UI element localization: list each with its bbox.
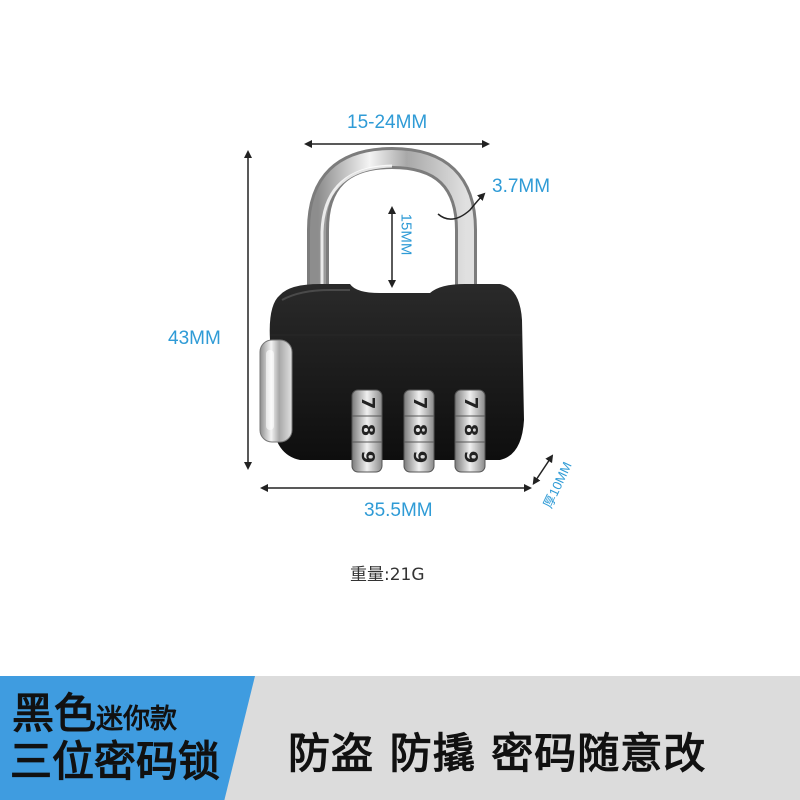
badge-subtitle: 三位密码锁	[10, 737, 221, 786]
dial-3-digit-9: 9	[460, 451, 481, 464]
dial-2-digit-8: 8	[409, 424, 430, 437]
shackle-diameter-label: 3.7MM	[492, 176, 551, 197]
color-label: 黑色	[12, 689, 97, 738]
lock-body	[269, 284, 524, 460]
side-release-button	[259, 339, 293, 443]
dial-2-digit-7: 7	[409, 397, 430, 410]
dial-1-digit-9: 9	[357, 451, 378, 464]
badge-title: 黑色迷你款	[12, 680, 177, 741]
dial-3-digit-8: 8	[460, 424, 481, 437]
shackle-height-label: 15MM	[397, 213, 415, 256]
dial-3-digit-7: 7	[460, 397, 481, 410]
model-label: 迷你款	[96, 704, 178, 735]
arrow-thickness	[532, 454, 554, 485]
dial-wheel-2: 7 8 9	[403, 389, 435, 473]
product-badge	[0, 676, 255, 800]
body-width-label: 35.5MM	[364, 500, 433, 521]
total-height-label: 43MM	[168, 328, 221, 349]
dimension-arrows	[244, 140, 554, 492]
feature-slogan: 防盗 防撬 密码随意改	[288, 729, 707, 778]
shackle-width-label: 15-24MM	[347, 112, 428, 133]
dial-wheel-3: 7 8 9	[454, 389, 486, 473]
arrow-shackle-diameter	[437, 192, 486, 220]
combination-wheels: 7 8 9 7 8 9 7 8 9	[351, 389, 486, 473]
dial-2-digit-9: 9	[409, 451, 430, 464]
dial-1-digit-7: 7	[357, 397, 378, 410]
weight-label: 重量:21G	[350, 565, 425, 585]
dial-1-digit-8: 8	[357, 424, 378, 437]
shackle	[307, 146, 477, 290]
dial-wheel-1: 7 8 9	[351, 389, 383, 473]
